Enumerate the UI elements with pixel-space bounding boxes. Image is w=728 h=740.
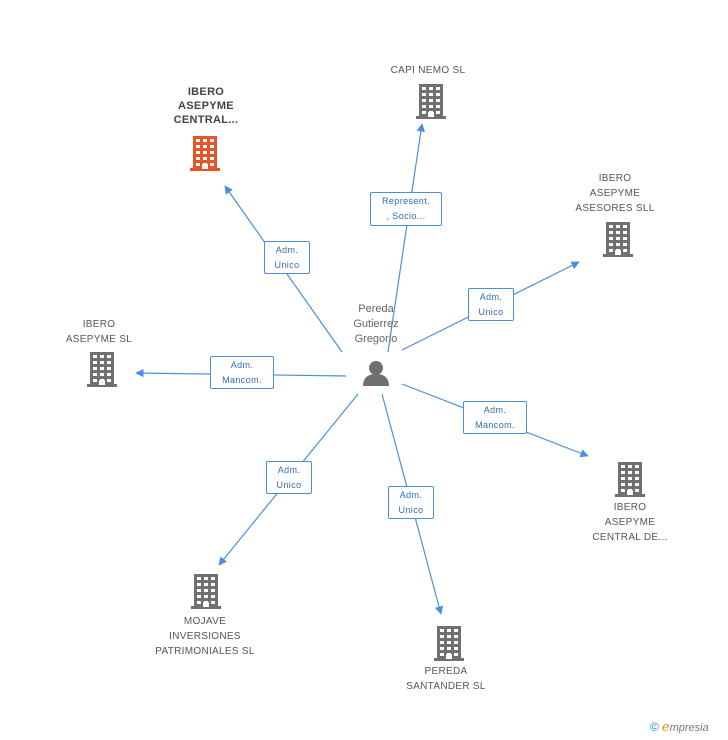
building-icon[interactable] (190, 136, 220, 172)
edge-label-n1[interactable]: Adm. Unico (264, 241, 310, 274)
building-icon[interactable] (416, 84, 446, 120)
edge-label-n4[interactable]: Adm. Mancom. (210, 356, 274, 389)
brand-logo-text: mpresia (669, 722, 709, 734)
brand-logo-e: e (661, 720, 670, 735)
company-label-n7[interactable]: PEREDA SANTANDER SL (406, 666, 486, 692)
company-label-n1[interactable]: IBERO ASEPYME CENTRAL... (173, 86, 239, 126)
building-icon[interactable] (191, 574, 221, 610)
edge-label-n6[interactable]: Adm. Unico (266, 461, 312, 494)
edge-label-n7[interactable]: Adm. Unico (388, 486, 434, 519)
building-icon[interactable] (434, 626, 464, 662)
company-label-n2[interactable]: CAPI NEMO SL (390, 65, 466, 76)
edge-label-n5[interactable]: Adm. Mancom. (463, 401, 527, 434)
edge-line-n2 (387, 123, 426, 353)
edge-label-n2[interactable]: Represent. , Socio... (370, 192, 442, 226)
building-icon[interactable] (603, 222, 633, 258)
company-label-n5[interactable]: IBERO ASEPYME CENTRAL DE... (592, 502, 668, 543)
building-icon[interactable] (87, 352, 117, 388)
company-label-n6[interactable]: MOJAVE INVERSIONES PATRIMONIALES SL (155, 616, 255, 657)
edge-label-n3[interactable]: Adm. Unico (468, 288, 514, 321)
person-name[interactable]: Pereda Gutierrez Gregorio (353, 303, 399, 345)
company-label-n3[interactable]: IBERO ASEPYME ASESORES SLL (575, 173, 655, 214)
person-icon[interactable] (363, 361, 389, 386)
building-icon[interactable] (615, 462, 645, 498)
footer-brand: © empresia (650, 720, 709, 735)
company-label-n4[interactable]: IBERO ASEPYME SL (65, 319, 133, 345)
copyright-symbol: © (650, 720, 659, 734)
